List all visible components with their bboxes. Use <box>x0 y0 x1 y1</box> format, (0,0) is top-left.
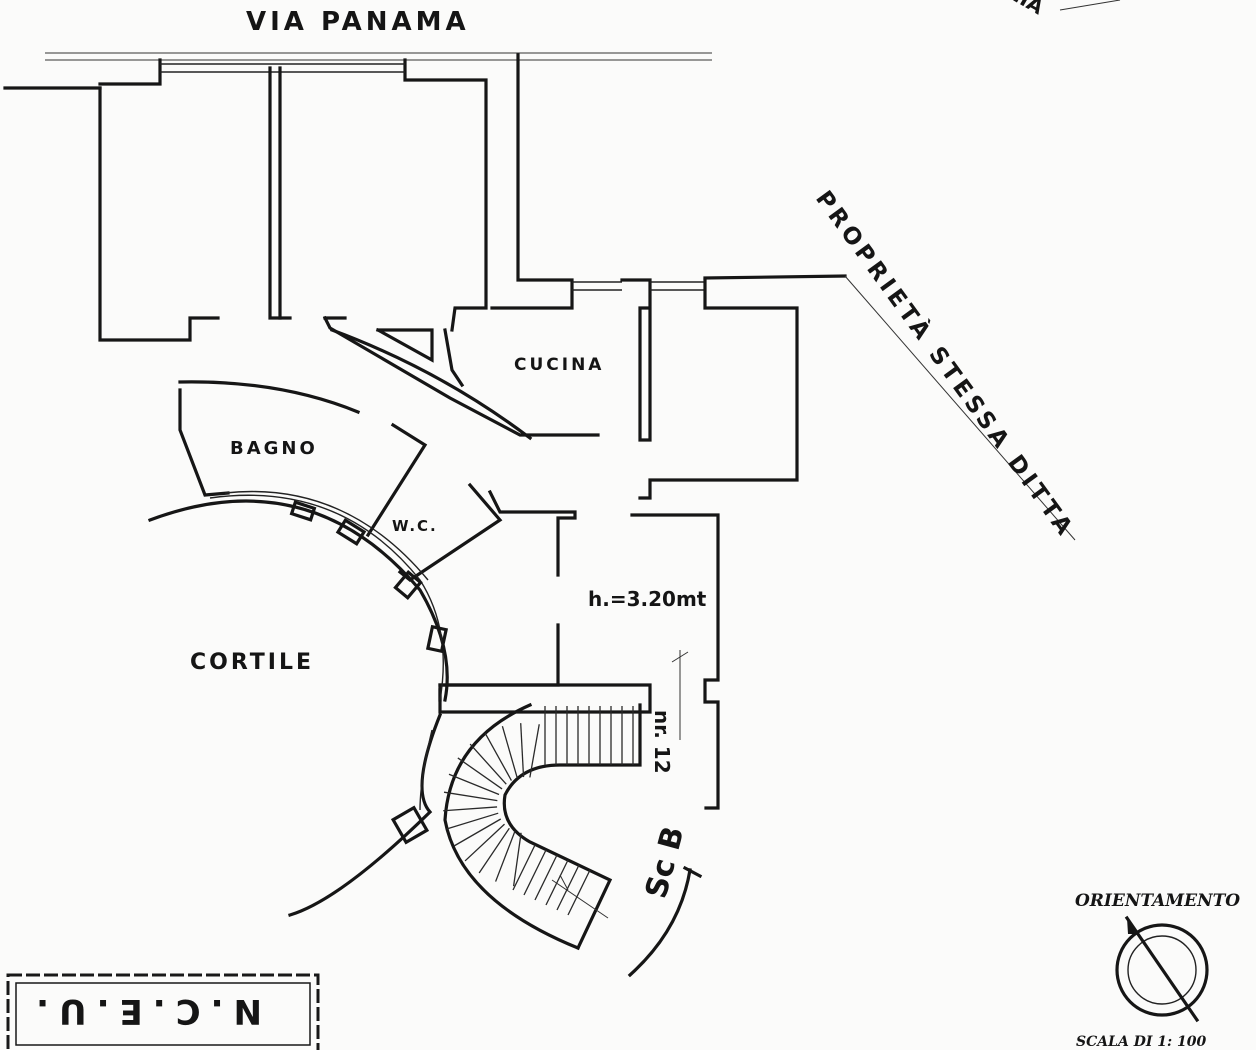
orientation-label: ORIENTAMENTO <box>1075 891 1240 911</box>
stair-tread <box>484 732 512 781</box>
stair-arrow <box>551 650 689 919</box>
stair-tread <box>495 830 516 882</box>
stair-tread <box>448 773 500 796</box>
stair-tread <box>512 832 522 887</box>
stair-tread <box>457 757 503 790</box>
street-line <box>45 52 712 61</box>
stair-tread <box>529 724 540 778</box>
stair-b <box>443 702 642 951</box>
scale-label: SCALA DI 1: 100 <box>1076 1034 1207 1050</box>
compass-icon <box>1115 915 1209 1023</box>
stair-arc-tick <box>682 865 703 879</box>
label-proprieta-stessa-ditta: PROPRIETÀ STESSA DITTA <box>810 185 1081 543</box>
stair-tread <box>446 812 499 830</box>
room-label-bathroom: BAGNO <box>230 438 318 459</box>
stair-tread <box>443 806 498 812</box>
stair-tread <box>501 725 518 779</box>
stair-tread <box>464 823 505 862</box>
stair-label: Sc B <box>639 823 692 902</box>
ncu-stamp: N.C.E.U. <box>6 973 320 1050</box>
room-label-wc: W.C. <box>392 517 438 535</box>
courtyard-facade <box>147 490 449 917</box>
stair-tread <box>545 859 569 906</box>
corridor-walls <box>178 380 720 810</box>
ceiling-height-label: h.=3.20mt <box>588 587 707 611</box>
top-right-road-line <box>1059 0 1121 11</box>
stair-tread <box>453 818 502 847</box>
room-label-kitchen: CUCINA <box>514 355 604 375</box>
street-fragment-top-right: NIA <box>1002 0 1049 19</box>
stair-tread <box>443 791 498 802</box>
stair-tread <box>520 723 525 778</box>
stair-tread <box>478 827 510 874</box>
stair-steps-label: nr. 12 <box>650 710 674 774</box>
kitchen-walls <box>322 274 847 500</box>
facade-walls <box>3 53 574 342</box>
stair-tread <box>534 854 558 901</box>
ncu-stamp-text: N.C.E.U. <box>26 991 262 1031</box>
stair-tread <box>567 869 591 916</box>
room-label-courtyard: CORTILE <box>190 650 314 675</box>
stair-tread <box>512 844 536 891</box>
stair-tread <box>523 849 547 896</box>
stair-outer-arc <box>627 868 692 978</box>
stair-tread <box>469 743 507 785</box>
street-via-panama: VIA PANAMA <box>246 7 470 37</box>
stair-tread <box>556 864 580 911</box>
property-boundary <box>844 275 1076 541</box>
